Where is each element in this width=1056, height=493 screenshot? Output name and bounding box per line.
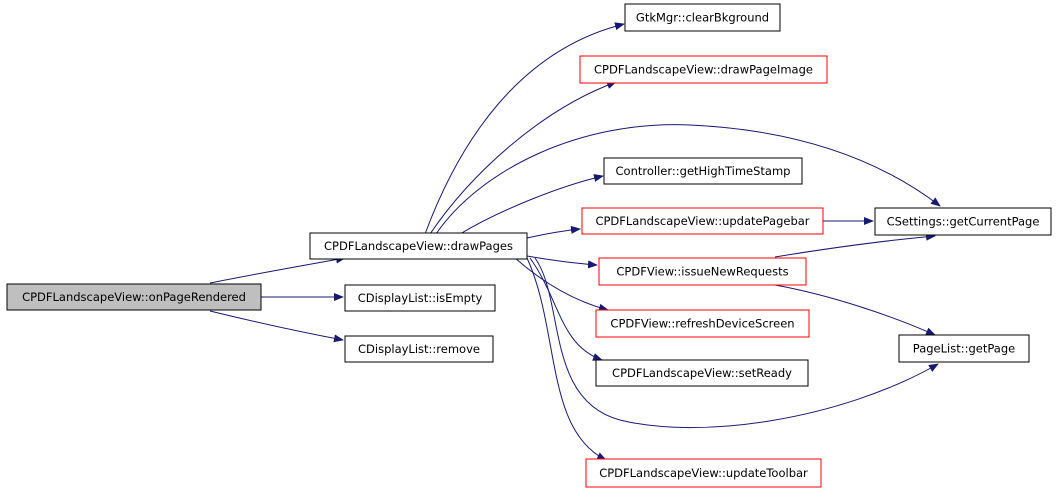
node-issue-new-requests[interactable]: CPDFView::issueNewRequests <box>598 257 807 286</box>
node-label: CPDFLandscapeView::updateToolbar <box>599 466 808 480</box>
edge-drawpages-drawpageimage <box>429 81 617 235</box>
node-label: CPDFLandscapeView::updatePagebar <box>595 214 809 228</box>
edge-drawpages-setready <box>529 257 603 361</box>
node-update-pagebar[interactable]: CPDFLandscapeView::updatePagebar <box>581 207 824 235</box>
node-label: CSettings::getCurrentPage <box>887 215 1040 229</box>
edge-drawpages-updatepagebar <box>526 225 581 239</box>
node-is-empty[interactable]: CDisplayList::isEmpty <box>344 284 496 312</box>
node-label: GtkMgr::clearBkground <box>636 11 769 25</box>
edge-onpagerendered-drawpages <box>209 255 346 284</box>
node-get-page[interactable]: PageList::getPage <box>898 334 1030 363</box>
edge-drawpages-getcurrentpage-arc <box>435 124 941 235</box>
node-label: CPDFLandscapeView::drawPages <box>324 239 513 253</box>
node-on-page-rendered[interactable]: CPDFLandscapeView::onPageRendered <box>6 283 262 311</box>
node-refresh-device-screen[interactable]: CPDFView::refreshDeviceScreen <box>595 309 810 338</box>
node-label: CDisplayList::isEmpty <box>358 291 483 305</box>
nodes: CPDFLandscapeView::onPageRendered CPDFLa… <box>6 3 1052 488</box>
edges <box>209 22 941 461</box>
node-label: CPDFView::refreshDeviceScreen <box>610 317 794 331</box>
node-label: CPDFView::issueNewRequests <box>616 265 788 279</box>
node-get-current-page[interactable]: CSettings::getCurrentPage <box>874 207 1052 236</box>
node-remove[interactable]: CDisplayList::remove <box>344 335 494 363</box>
edge-drawpages-issuenewrequests <box>526 255 598 269</box>
edge-drawpages-refreshdevicescreen <box>514 257 609 312</box>
edge-issuenewrequests-getcurrentpage <box>774 232 936 258</box>
node-update-toolbar[interactable]: CPDFLandscapeView::updateToolbar <box>585 458 822 488</box>
edge-onpagerendered-remove <box>209 310 344 343</box>
edge-drawpages-gethightimestamp <box>459 174 604 235</box>
edge-drawpages-updatetoolbar <box>526 257 607 461</box>
node-draw-pages[interactable]: CPDFLandscapeView::drawPages <box>309 232 528 260</box>
node-set-ready[interactable]: CPDFLandscapeView::setReady <box>595 359 809 387</box>
edge-drawpages-getpage-arc <box>534 257 939 429</box>
node-label: CPDFLandscapeView::drawPageImage <box>594 63 813 77</box>
node-label: CDisplayList::remove <box>358 342 480 356</box>
node-draw-page-image[interactable]: CPDFLandscapeView::drawPageImage <box>579 55 828 84</box>
edge-issuenewrequests-getpage <box>774 284 936 336</box>
node-label: CPDFLandscapeView::setReady <box>612 366 792 380</box>
node-get-high-time-stamp[interactable]: Controller::getHighTimeStamp <box>603 157 803 185</box>
edge-drawpages-clearbkground <box>424 22 625 235</box>
node-clear-bkground[interactable]: GtkMgr::clearBkground <box>624 3 781 32</box>
node-label: PageList::getPage <box>913 342 1015 356</box>
node-label: CPDFLandscapeView::onPageRendered <box>22 290 246 304</box>
node-label: Controller::getHighTimeStamp <box>616 164 791 178</box>
